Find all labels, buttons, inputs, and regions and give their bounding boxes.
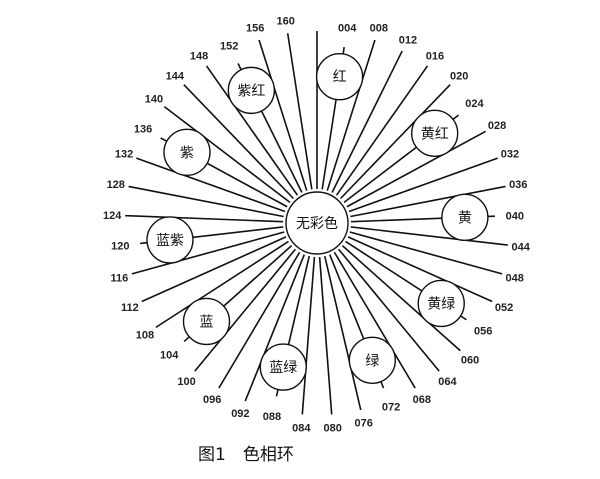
number-label-060: 060 — [461, 354, 479, 366]
hue-circle-056 — [417, 279, 465, 328]
ray-160 — [286, 33, 313, 190]
ray-016 — [335, 65, 429, 196]
number-label-108: 108 — [136, 329, 154, 341]
hue-circle-004 — [315, 53, 364, 101]
hue-label-056: 黄绿 — [427, 295, 455, 312]
ray-052 — [347, 236, 493, 303]
hue-label-072: 绿 — [365, 353, 379, 369]
number-label-016: 016 — [426, 50, 444, 62]
ray-132 — [136, 157, 286, 213]
number-label-068: 068 — [413, 394, 431, 406]
hue-circle-104 — [182, 297, 231, 346]
ray-068 — [333, 251, 416, 389]
ray-044 — [350, 226, 508, 246]
number-label-136: 136 — [134, 123, 152, 135]
number-label-012: 012 — [399, 34, 417, 46]
ray-108 — [155, 240, 289, 329]
number-label-080: 080 — [324, 422, 342, 434]
hue-label-024: 黄红 — [421, 125, 449, 142]
number-label-072: 072 — [382, 402, 400, 414]
hue-circle-072 — [348, 336, 397, 384]
ray-140 — [163, 105, 291, 204]
number-label-096: 096 — [203, 394, 221, 406]
hue-label-088: 蓝绿 — [269, 360, 297, 376]
hue-label-004: 红 — [333, 70, 347, 86]
center-circle — [285, 191, 349, 255]
number-label-040: 040 — [506, 210, 524, 222]
ray-036 — [350, 185, 506, 218]
ray-148 — [205, 65, 299, 196]
number-label-048: 048 — [505, 272, 523, 284]
ray-060 — [341, 245, 461, 352]
number-label-008: 008 — [370, 23, 388, 35]
number-label-100: 100 — [177, 376, 195, 388]
hue-label-040: 黄 — [458, 209, 472, 226]
number-label-076: 076 — [355, 418, 373, 430]
number-label-104: 104 — [160, 350, 179, 362]
ray-012 — [331, 50, 403, 193]
ray-112 — [141, 236, 287, 303]
ray-156 — [258, 39, 308, 191]
ray-032 — [348, 157, 498, 213]
number-label-112: 112 — [121, 302, 139, 314]
ray-048 — [349, 231, 503, 275]
number-label-148: 148 — [190, 50, 208, 62]
number-label-032: 032 — [501, 149, 519, 161]
figure-caption: 图1 色相环 — [198, 445, 294, 465]
ray-124 — [125, 214, 284, 223]
number-label-116: 116 — [110, 272, 128, 284]
center-label: 无彩色 — [296, 215, 338, 232]
ray-144 — [183, 84, 294, 200]
number-label-044: 044 — [511, 242, 530, 254]
ray-076 — [323, 255, 362, 411]
number-label-028: 028 — [488, 120, 506, 132]
number-label-088: 088 — [263, 411, 281, 423]
ray-064 — [338, 248, 440, 372]
ray-080 — [318, 256, 333, 415]
number-label-132: 132 — [115, 149, 133, 161]
ray-028 — [346, 130, 487, 208]
hue-label-136: 紫 — [180, 145, 194, 161]
number-label-036: 036 — [509, 179, 527, 191]
ray-128 — [128, 185, 284, 218]
ray-008 — [326, 39, 376, 191]
number-label-160: 160 — [277, 15, 295, 27]
number-label-156: 156 — [246, 23, 264, 35]
hue-label-152: 紫红 — [237, 83, 265, 99]
hue-circle-152 — [227, 66, 276, 115]
hue-label-104: 蓝 — [200, 314, 214, 330]
number-label-004: 004 — [338, 22, 357, 34]
ray-092 — [244, 254, 306, 402]
number-label-128: 128 — [107, 179, 125, 191]
number-label-064: 064 — [438, 376, 457, 388]
number-label-144: 144 — [166, 70, 185, 82]
hue-circle-040 — [441, 193, 489, 242]
number-label-084: 084 — [292, 422, 311, 434]
ray-100 — [194, 248, 296, 372]
ray-020 — [340, 84, 451, 200]
number-label-124: 124 — [103, 210, 122, 222]
hue-label-120: 蓝紫 — [156, 233, 184, 249]
number-label-056: 056 — [474, 326, 492, 338]
number-label-020: 020 — [450, 70, 468, 82]
hue-circle-120 — [146, 216, 194, 264]
ray-096 — [218, 251, 301, 389]
ray-084 — [301, 256, 316, 415]
number-label-152: 152 — [220, 41, 238, 53]
hue-circle-024 — [411, 109, 459, 157]
hue-circle-136 — [163, 128, 211, 176]
number-label-052: 052 — [495, 302, 513, 314]
hue-circle-088 — [259, 343, 307, 391]
number-label-092: 092 — [231, 408, 249, 420]
ray-116 — [131, 231, 285, 275]
number-label-140: 140 — [145, 94, 163, 106]
number-label-120: 120 — [111, 241, 129, 253]
number-label-024: 024 — [465, 98, 484, 110]
